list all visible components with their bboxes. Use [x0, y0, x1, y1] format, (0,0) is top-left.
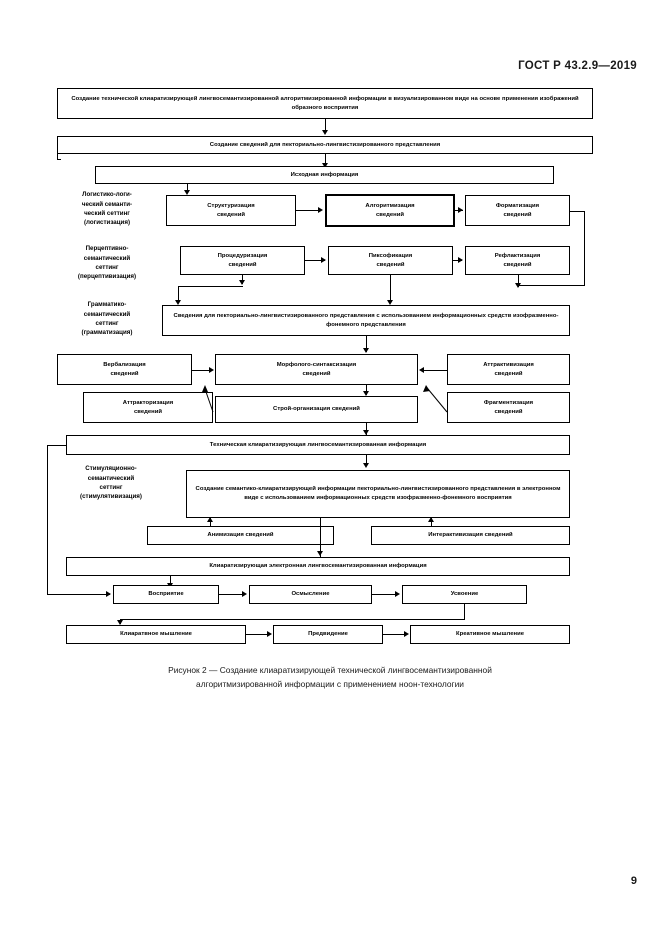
connector-h [57, 159, 61, 160]
arrow-down-icon [363, 391, 369, 396]
node-structurization: Структуризация сведений [166, 195, 296, 226]
arrow-right-icon [395, 591, 400, 597]
connector-h [246, 634, 270, 635]
arrow-right-icon [242, 591, 247, 597]
arrow-right-icon [318, 207, 323, 213]
connector-v [325, 154, 326, 165]
connector-h [192, 370, 212, 371]
connector-v [518, 275, 519, 287]
node-interactivization: Интерактивизация сведений [371, 526, 570, 545]
connector-v [431, 518, 432, 528]
node-perception: Восприятие [113, 585, 219, 604]
figure-caption: Рисунок 2 — Создание клиаратизирующей те… [80, 664, 580, 691]
arrow-right-icon [458, 257, 463, 263]
node-pixofication: Пиксофикация сведений [328, 246, 453, 275]
connector-v [464, 604, 465, 620]
arrow-right-icon [321, 257, 326, 263]
label-perceptive-setting: Перцептивно- семантический сеттинг (перц… [77, 245, 137, 281]
connector-h [424, 370, 447, 371]
connector-v [57, 154, 58, 160]
node-formatization: Форматизация сведений [465, 195, 570, 226]
arrow-down-icon [322, 130, 328, 135]
connector-h [453, 260, 462, 261]
connector-h [372, 594, 398, 595]
connector-v [366, 336, 367, 352]
connector-v [366, 455, 367, 466]
connector-v [170, 576, 171, 587]
flow-diagram: Создание технической клиаратизирующей ли… [47, 88, 593, 644]
arrow-down-icon [363, 463, 369, 468]
connector-v [242, 275, 243, 284]
node-morpho-syntaxization: Морфолого-синтаксизация сведений [215, 354, 418, 385]
arrow-down-icon [239, 280, 245, 285]
caption-line-1: Рисунок 2 — Создание клиаратизирующей те… [168, 665, 492, 675]
node-source-info: Исходная информация [95, 166, 554, 184]
node-verbalization: Вербализация сведений [57, 354, 192, 385]
arrow-down-icon [184, 190, 190, 195]
connector-v [178, 286, 179, 303]
arrow-down-icon [175, 300, 181, 305]
arrow-right-icon [458, 207, 463, 213]
arrow-left-icon [419, 367, 424, 373]
caption-line-2: алгоритмизированной информации с примене… [196, 678, 464, 689]
connector-h [518, 285, 585, 286]
node-creative-thinking: Креативное мышление [410, 625, 570, 644]
node-stroy-organization: Строй-организация сведений [215, 396, 418, 423]
connector-h [178, 286, 243, 287]
connector-v [47, 445, 48, 594]
connector-h [120, 619, 465, 620]
connector-h [383, 634, 407, 635]
label-stimulation-setting: Стимуляционно- семантический сеттинг (ст… [80, 465, 142, 501]
connector-h [305, 260, 325, 261]
connector-h [47, 445, 67, 446]
connector-v [210, 518, 211, 528]
node-foresight: Предвидение [273, 625, 383, 644]
node-cliaretive-thinking: Клиаратвное мышление [66, 625, 246, 644]
connector-v [390, 275, 391, 303]
connector-v [320, 518, 321, 558]
arrow-down-icon [387, 300, 393, 305]
standard-header: ГОСТ Р 43.2.9—2019 [518, 60, 637, 72]
node-procedurization: Процедуризация сведений [180, 246, 305, 275]
node-comprehension: Осмысление [249, 585, 372, 604]
label-logistic-setting: Логистико-логи- ческий семанти- ческий с… [81, 191, 133, 227]
arrow-up-icon [207, 517, 213, 522]
node-reflactization: Рефлактизация сведений [465, 246, 570, 275]
node-top-goal: Создание технической клиаратизирующей ли… [57, 88, 593, 119]
connector-v [187, 184, 188, 192]
arrow-right-icon [209, 367, 214, 373]
connector-v [325, 119, 326, 132]
node-algorithmization: Алгоритмизация сведений [325, 194, 455, 227]
node-electronic-info: Клиаратизирующая электронная лингвосеман… [66, 557, 570, 576]
arrow-right-icon [106, 591, 111, 597]
connector-v [584, 211, 585, 286]
connector-h [219, 594, 245, 595]
node-pectoral-creation: Создание сведений для пекториально-лингв… [57, 136, 593, 154]
node-attractorization: Аттракторизация сведений [83, 392, 213, 423]
arrow-right-icon [404, 631, 409, 637]
connector-v [366, 423, 367, 435]
arrow-right-icon [267, 631, 272, 637]
arrow-down-icon [363, 348, 369, 353]
node-assimilation: Усвоение [402, 585, 527, 604]
arrow-down-icon [363, 430, 369, 435]
node-pectoral-data: Сведения для пекториально-лингвистизиров… [162, 305, 570, 336]
label-grammatic-setting: Грамматико- семантический сеттинг (грамм… [81, 301, 133, 337]
arrow-down-icon [317, 551, 323, 556]
node-semantic-creation: Создание семантико-клиаратизирующей инфо… [186, 470, 570, 518]
connector-h [296, 210, 321, 211]
node-animization: Анимизация сведений [147, 526, 334, 545]
node-attractivization: Аттрактивизация сведений [447, 354, 570, 385]
connector-h [47, 594, 110, 595]
node-technical-info: Техническая клиаратизирующая лингвосеман… [66, 435, 570, 455]
page-number: 9 [630, 875, 637, 887]
arrow-up-icon [428, 517, 434, 522]
arrow-down-icon [515, 283, 521, 288]
connector-h [570, 211, 585, 212]
arrow-down-icon [117, 620, 123, 625]
node-fragmentization: Фрагментизация сведений [447, 392, 570, 423]
arrow-down-icon [322, 163, 328, 168]
connector-v [366, 385, 367, 395]
